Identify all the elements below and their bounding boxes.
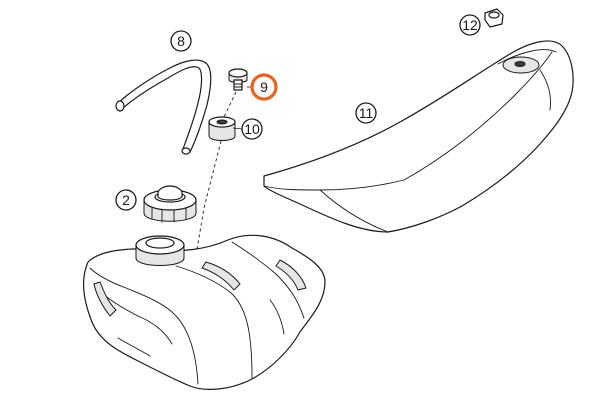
callout-9: 9 xyxy=(250,73,278,101)
callout-label: 2 xyxy=(122,192,130,208)
callout-12: 12 xyxy=(459,14,481,36)
assembly-line xyxy=(195,91,237,256)
seat-part xyxy=(263,40,574,233)
hose-part xyxy=(115,59,212,155)
callout-10: 10 xyxy=(241,118,263,140)
vent-valve-part xyxy=(228,68,248,91)
callout-label: 8 xyxy=(177,33,185,49)
filler-cap-part xyxy=(143,185,197,223)
callout-2: 2 xyxy=(115,189,137,211)
callout-label: 12 xyxy=(462,17,478,33)
leader-line xyxy=(232,127,243,130)
callout-label: 9 xyxy=(260,79,268,95)
fuel-tank-part xyxy=(83,234,326,390)
callout-11: 11 xyxy=(355,102,377,124)
callout-8: 8 xyxy=(170,30,192,52)
rubber-grommet-part xyxy=(208,116,236,141)
seat-nut-part xyxy=(484,8,504,28)
callout-label: 10 xyxy=(244,121,260,137)
callout-label: 11 xyxy=(359,105,374,121)
